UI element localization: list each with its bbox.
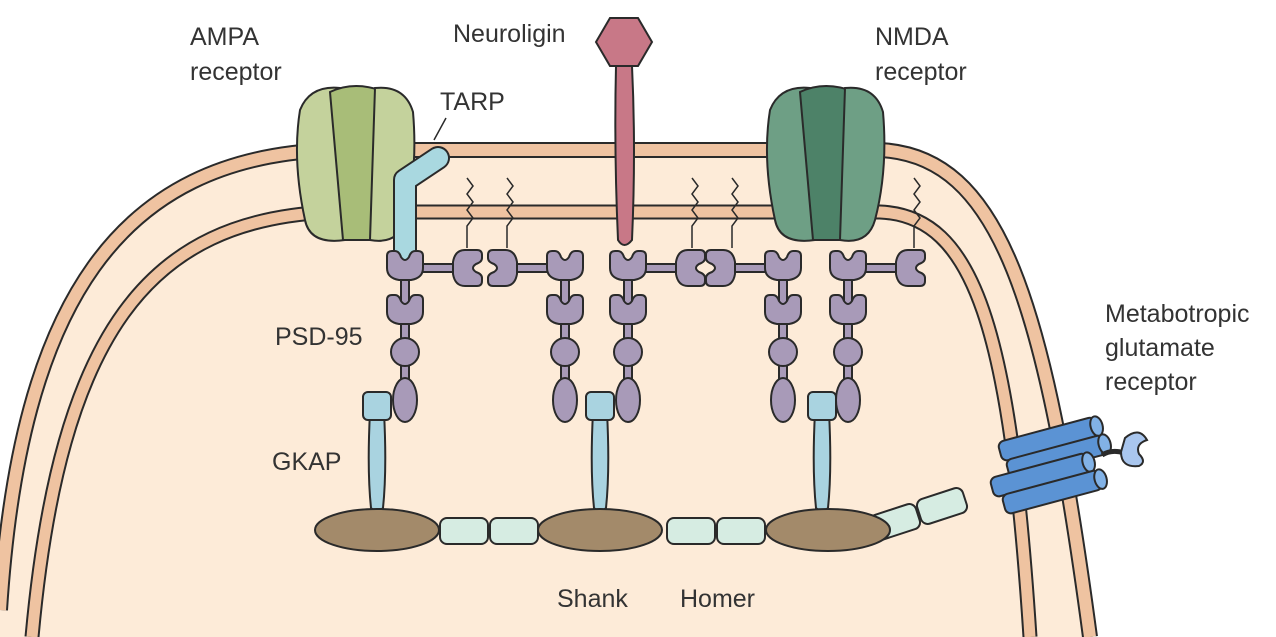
transmembrane-helix — [1001, 468, 1108, 515]
psd95-protein — [829, 249, 926, 423]
tarp-label: TARP — [440, 88, 505, 116]
pdz-domain — [386, 250, 424, 281]
psd95-protein — [609, 249, 706, 423]
pdz-domain-side — [487, 249, 518, 287]
neuroligin-label: Neuroligin — [453, 20, 566, 48]
pdz-domain — [609, 294, 647, 325]
lipid-anchor-zigzag — [506, 177, 514, 248]
shank-protein — [537, 508, 663, 552]
sh3-domain — [390, 337, 420, 367]
homer-group — [439, 487, 969, 545]
nmda-label-line2: receptor — [875, 58, 967, 86]
pdz-domain — [546, 250, 584, 281]
pdz-domain-side — [895, 249, 926, 287]
lipid-anchor-zigzag — [691, 177, 699, 248]
pdz-domain — [829, 250, 867, 281]
homer-protein-segment — [489, 517, 539, 545]
shank-protein — [765, 508, 891, 552]
homer-protein-segment — [915, 487, 969, 525]
psd95-protein — [705, 249, 802, 423]
pdz-domain-side — [705, 249, 736, 287]
gk-domain — [615, 377, 641, 423]
gkap-tail — [367, 411, 387, 512]
sh3-domain — [833, 337, 863, 367]
pdz-domain — [764, 250, 802, 281]
palmitoylation-anchors — [466, 177, 921, 248]
pdz-domain — [546, 294, 584, 325]
neuroligin — [594, 17, 654, 246]
sh3-domain — [613, 337, 643, 367]
sh3-domain — [550, 337, 580, 367]
pdz-domain — [609, 250, 647, 281]
helix-end — [1093, 468, 1108, 490]
lipid-anchor-zigzag — [466, 177, 474, 248]
psd95-label: PSD-95 — [275, 323, 363, 351]
mglur-label-line2: glutamate — [1105, 334, 1215, 362]
lipid-anchor-zigzag — [913, 177, 921, 248]
tarp — [393, 117, 450, 264]
pdz-domain-side — [452, 249, 483, 287]
homer-label: Homer — [680, 585, 755, 613]
gkap-tail — [590, 411, 610, 512]
pdz-domain-side — [675, 249, 706, 287]
ampa-label-line2: receptor — [190, 58, 282, 86]
pdz-domain — [386, 294, 424, 325]
gkap-label: GKAP — [272, 448, 341, 476]
transmembrane-helix — [989, 451, 1096, 498]
gk-domain — [552, 377, 578, 423]
gk-domain — [770, 377, 796, 423]
shank-protein — [314, 508, 440, 552]
gk-domain — [835, 377, 861, 423]
mglur-label-line3: receptor — [1105, 368, 1197, 396]
nmda-label-line1: NMDA — [875, 23, 949, 51]
lipid-anchor-zigzag — [731, 177, 739, 248]
mglur-ligand-binding-domain — [1119, 431, 1149, 468]
homer-protein-segment — [716, 517, 766, 545]
pdz-domain — [764, 294, 802, 325]
mglur-label-line1: Metabotropic — [1105, 300, 1250, 328]
gkap-tail — [812, 411, 832, 512]
tarp-leader-line — [433, 117, 447, 141]
ampa-label-line1: AMPA — [190, 23, 259, 51]
gkap-head — [807, 391, 837, 421]
psd95-scaffold — [386, 249, 926, 423]
homer-protein-segment — [439, 517, 489, 545]
sh3-domain — [768, 337, 798, 367]
gk-domain — [392, 377, 418, 423]
gkap-head — [362, 391, 392, 421]
nmda-receptor — [765, 85, 886, 242]
shank-label: Shank — [557, 585, 628, 613]
pdz-domain — [829, 294, 867, 325]
shank-group — [314, 508, 891, 552]
homer-protein-segment — [666, 517, 716, 545]
psd95-protein — [487, 249, 584, 423]
gkap-protein — [585, 391, 615, 512]
metabotropic-glutamate-receptor — [989, 415, 1149, 515]
gkap-head — [585, 391, 615, 421]
psd95-protein — [386, 249, 483, 423]
